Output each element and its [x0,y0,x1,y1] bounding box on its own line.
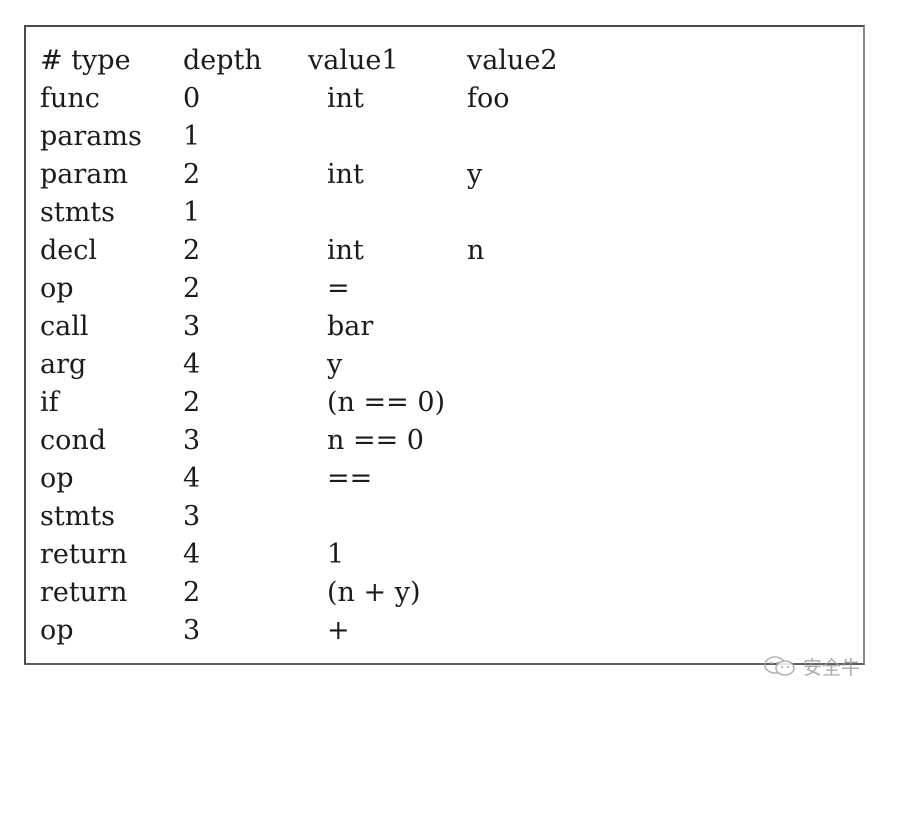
cell-depth: 4 [183,539,201,570]
cell-value1: (n + y) [327,577,421,608]
cell-value1: = [327,273,350,304]
cell-depth: 3 [183,311,201,342]
table-row: decl 2 int n [40,232,840,270]
watermark-text: 安全牛 [803,656,861,679]
cell-value1: bar [327,311,374,342]
cell-depth: 0 [183,83,201,114]
table-row: return 4 1 [40,536,840,574]
cell-type: params [40,121,142,152]
cell-type: op [40,273,74,304]
cell-depth: 3 [183,501,201,532]
table-row: op 4 == [40,460,840,498]
table-row: params 1 [40,118,840,156]
table-row: if 2 (n == 0) [40,384,840,422]
cell-depth: 2 [183,159,201,190]
cell-value2: n [467,235,485,266]
table-row: func 0 int foo [40,80,840,118]
cell-type: func [40,83,100,114]
cell-depth: 2 [183,387,201,418]
cell-value1: int [327,83,364,114]
cell-type: if [40,387,59,418]
cell-value2: y [467,159,483,190]
cell-value1: int [327,159,364,190]
cell-value1: n == 0 [327,425,424,456]
cell-type: stmts [40,501,116,532]
cell-value1: 1 [327,539,345,570]
header-value2: value2 [467,45,558,76]
cell-type: arg [40,349,87,380]
table-row: call 3 bar [40,308,840,346]
cell-type: call [40,311,89,342]
table-row: stmts 3 [40,498,840,536]
cell-depth: 1 [183,121,201,152]
table-header: # type depth value1 value2 [40,42,840,80]
wechat-icon [763,654,797,678]
cell-depth: 4 [183,349,201,380]
cell-value1: == [327,463,373,494]
table-row: stmts 1 [40,194,840,232]
header-depth: depth [183,45,262,76]
cell-depth: 2 [183,273,201,304]
header-value1: value1 [308,45,399,76]
cell-depth: 3 [183,615,201,646]
cell-type: cond [40,425,107,456]
table-row: param 2 int y [40,156,840,194]
table-row: return 2 (n + y) [40,574,840,612]
cell-type: decl [40,235,98,266]
cell-depth: 4 [183,463,201,494]
watermark: 安全牛 [763,651,860,681]
header-type: # type [40,45,131,76]
cell-type: op [40,463,74,494]
table-row: arg 4 y [40,346,840,384]
code-table-frame: # type depth value1 value2 func 0 int fo… [24,25,865,665]
cell-value2: foo [467,83,510,114]
cell-depth: 2 [183,577,201,608]
cell-type: param [40,159,128,190]
table-row: op 2 = [40,270,840,308]
table-row: op 3 + [40,612,840,650]
cell-depth: 1 [183,197,201,228]
cell-value1: + [327,615,350,646]
cell-value1: (n == 0) [327,387,446,418]
cell-value1: y [327,349,343,380]
cell-type: return [40,577,128,608]
cell-type: op [40,615,74,646]
table-row: cond 3 n == 0 [40,422,840,460]
cell-type: return [40,539,128,570]
cell-depth: 2 [183,235,201,266]
cell-value1: int [327,235,364,266]
cell-depth: 3 [183,425,201,456]
cell-type: stmts [40,197,116,228]
